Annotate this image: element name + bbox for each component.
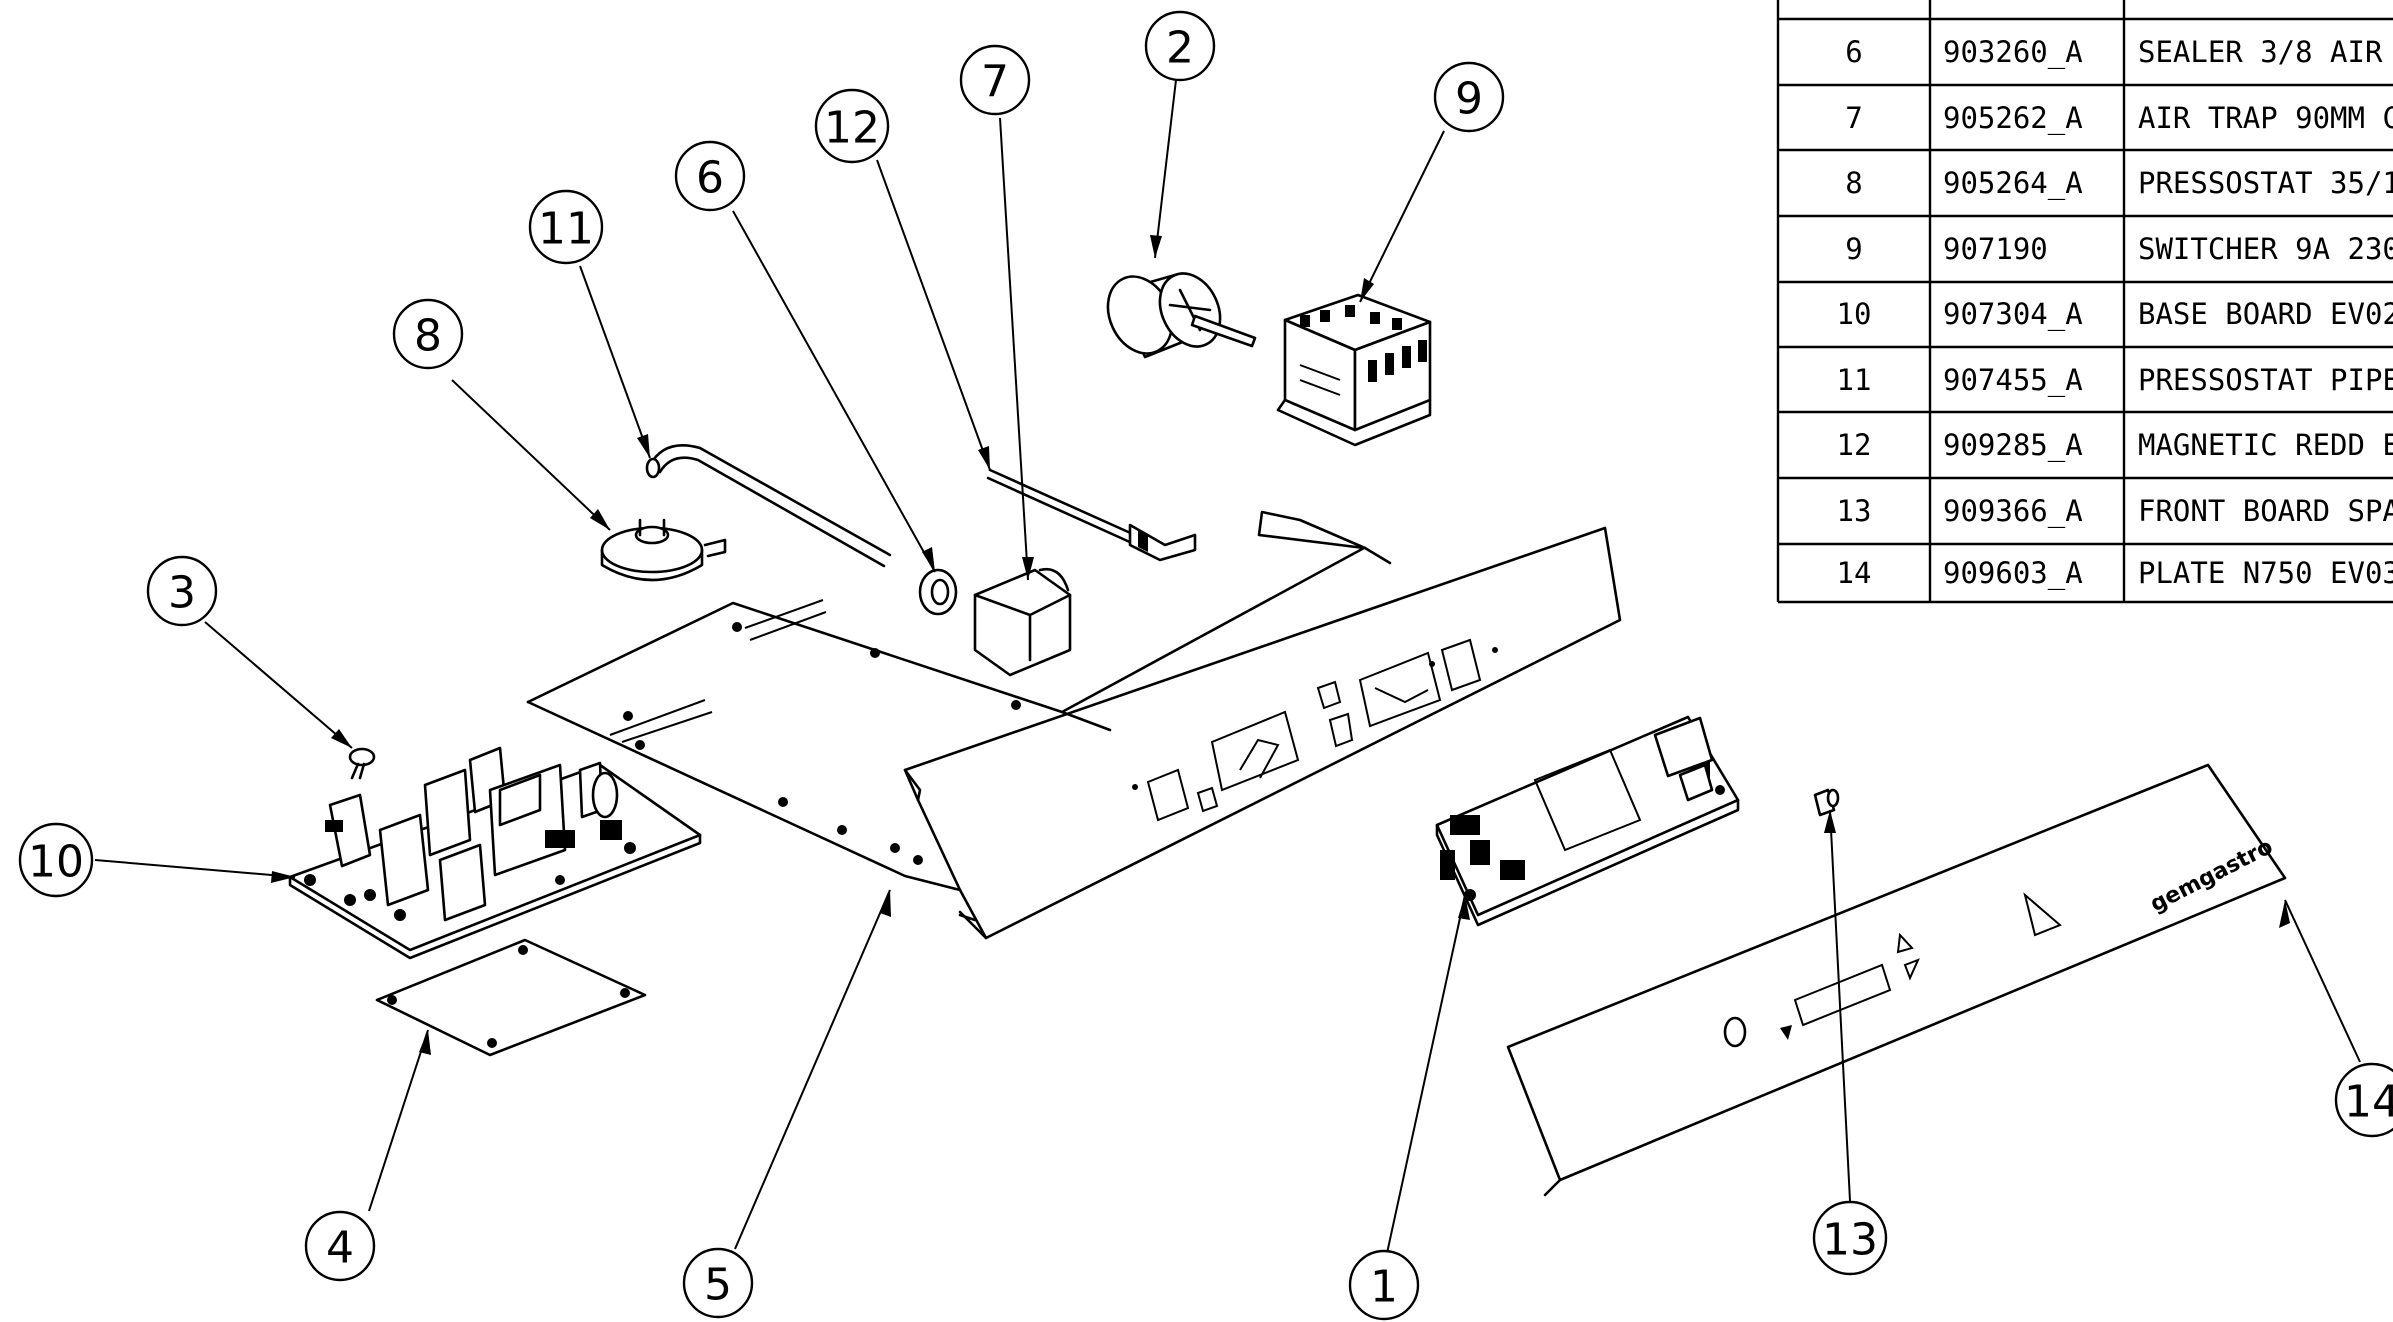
part-1-front-board [1435, 715, 1740, 927]
table-row: 12 909285_A MAGNETIC REDD ELEC [1837, 428, 2393, 463]
leader-7 [999, 117, 1029, 581]
leader-10 [94, 859, 296, 878]
leader-5 [734, 889, 891, 1250]
row-desc: BASE BOARD EV02/3 I [2138, 297, 2393, 331]
callout-1-label: 1 [1370, 1262, 1398, 1313]
part-12-magnetic-reed [986, 468, 1197, 562]
part-10-base-board [288, 746, 702, 960]
table-row: 10 907304_A BASE BOARD EV02/3 I [1837, 297, 2393, 332]
leader-8 [451, 379, 611, 531]
callout-2-label: 2 [1166, 23, 1194, 74]
callout-4-label: 4 [326, 1223, 354, 1274]
callout-13: 13 [1812, 1200, 1888, 1276]
callout-13-label: 13 [1822, 1215, 1878, 1266]
callout-12-label: 12 [824, 103, 880, 154]
row-code: 907190 [1943, 232, 2048, 266]
part-8-pressostat [600, 518, 727, 582]
row-desc: FRONT BOARD SPACER [2138, 494, 2393, 528]
row-desc: SWITCHER 9A 230V V [2138, 232, 2393, 266]
row-desc: MAGNETIC REDD ELEC [2138, 428, 2393, 462]
leader-arrowheads [271, 235, 2290, 1055]
part-2-fan-motor [1106, 272, 1257, 359]
row-desc: PRESSOSTAT PIPE 5X [2138, 363, 2393, 397]
row-pos: 6 [1845, 35, 1862, 69]
part-3-screw [348, 747, 376, 780]
row-code: 909366_A [1943, 494, 2083, 529]
leader-11 [579, 265, 651, 459]
callout-8-label: 8 [414, 311, 442, 362]
callout-5: 5 [682, 1247, 754, 1319]
callout-12: 12 [814, 88, 890, 164]
leader-12 [876, 159, 991, 471]
leader-4 [368, 1029, 429, 1212]
row-desc: PLATE N750 EV03 GG [2138, 556, 2393, 590]
callout-6: 6 [674, 140, 746, 212]
callout-14-label: 14 [2344, 1077, 2393, 1128]
leader-lines [94, 45, 2361, 1268]
callout-11: 11 [528, 189, 604, 265]
row-desc: AIR TRAP 90MM CLEA [2138, 101, 2393, 135]
callout-6-label: 6 [696, 153, 724, 204]
part-5-chassis [526, 510, 1622, 940]
row-pos: 9 [1845, 232, 1862, 266]
callout-1: 1 [1348, 1249, 1420, 1321]
part-7-air-trap [973, 567, 1072, 677]
callout-4: 4 [304, 1210, 376, 1282]
row-pos: 8 [1845, 166, 1862, 200]
callout-3-label: 3 [168, 568, 196, 619]
part-11-pipe [645, 444, 892, 568]
part-4-plate [375, 938, 647, 1057]
row-desc: SEALER 3/8 AIR TRAP [2138, 35, 2393, 69]
row-pos: 14 [1837, 556, 1872, 590]
callout-11-label: 11 [538, 204, 594, 255]
callout-14: 14 [2334, 1062, 2393, 1138]
part-13-spacer [1813, 788, 1840, 817]
table-row: 6 903260_A SEALER 3/8 AIR TRAP [1845, 35, 2393, 70]
callout-5-label: 5 [704, 1260, 732, 1311]
leader-13 [1829, 809, 1851, 1202]
leader-14 [2284, 899, 2361, 1063]
callout-2: 2 [1144, 10, 1216, 82]
table-row: 7 905262_A AIR TRAP 90MM CLEA [1845, 101, 2393, 136]
parts-table: 6 903260_A SEALER 3/8 AIR TRAP 7 905262_… [1776, 0, 2393, 604]
row-pos: 7 [1845, 101, 1862, 135]
leader-6 [732, 210, 936, 573]
leader-9 [1359, 130, 1445, 303]
table-row: 8 905264_A PRESSOSTAT 35/17 [1845, 166, 2393, 201]
part-9-switcher [1276, 293, 1432, 447]
callout-7-label: 7 [981, 57, 1009, 108]
table-row: 13 909366_A FRONT BOARD SPACER [1837, 494, 2393, 529]
row-pos: 12 [1837, 428, 1872, 462]
row-code: 909285_A [1943, 428, 2083, 463]
leader-2 [1154, 45, 1181, 259]
row-code: 905262_A [1943, 101, 2083, 136]
row-code: 907455_A [1943, 363, 2083, 398]
callout-9-label: 9 [1455, 74, 1483, 125]
row-desc: PRESSOSTAT 35/17 [2138, 166, 2393, 200]
row-pos: 10 [1837, 297, 1872, 331]
callout-10-label: 10 [28, 837, 84, 888]
row-code: 909603_A [1943, 556, 2083, 591]
row-code: 903260_A [1943, 35, 2083, 70]
part-6-sealer [918, 568, 958, 616]
callout-8: 8 [392, 298, 464, 370]
table-row: 11 907455_A PRESSOSTAT PIPE 5X [1837, 363, 2393, 398]
row-pos: 11 [1837, 363, 1872, 397]
callout-7: 7 [959, 44, 1031, 116]
table-row: 9 907190 SWITCHER 9A 230V V [1845, 232, 2393, 266]
callout-3: 3 [146, 555, 218, 627]
row-code: 905264_A [1943, 166, 2083, 201]
leader-3 [204, 621, 353, 749]
leader-1 [1383, 894, 1466, 1268]
row-code: 907304_A [1943, 297, 2083, 332]
table-row: 14 909603_A PLATE N750 EV03 GG [1837, 556, 2393, 591]
callout-10: 10 [18, 822, 94, 898]
row-pos: 13 [1837, 494, 1872, 528]
callout-9: 9 [1433, 61, 1505, 133]
